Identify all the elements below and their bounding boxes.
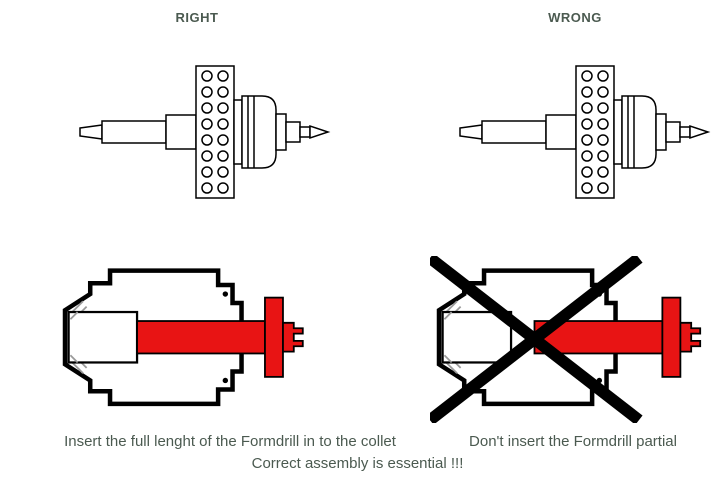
wrong-column-label: WRONG [548,10,602,25]
cross-out-icon [430,256,643,423]
spindle-assembly-correct-drawing [79,65,329,199]
spindle-assembly-wrong-drawing [459,65,709,199]
right-column-label: RIGHT [175,10,219,25]
correct-insertion-caption: Insert the full lenght of the Formdrill … [64,433,396,450]
wrong-insertion-caption: Don't insert the Formdrill partial [469,433,677,450]
collet-full-insertion-drawing [56,256,304,423]
collet-partial-insertion-drawing [430,256,702,423]
essential-assembly-note: Correct assembly is essential !!! [251,455,464,472]
